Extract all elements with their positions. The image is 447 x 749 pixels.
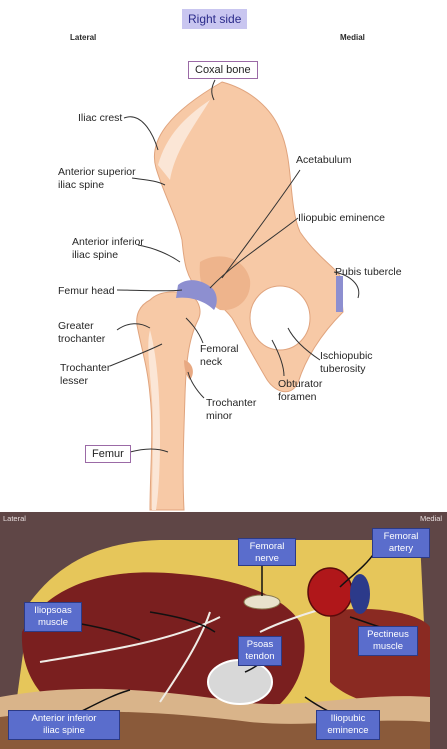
cross-section-drawing bbox=[0, 540, 430, 749]
iliac-wing-highlight bbox=[158, 100, 210, 180]
hip-illustration-panel: Right side Lateral Medial Coxal bone Fem… bbox=[58, 9, 402, 511]
label-greater-trochanter: Greater trochanter bbox=[58, 320, 106, 345]
femur-highlight bbox=[148, 330, 160, 510]
label-iliopubic-eminence: Iliopubic eminence bbox=[316, 710, 380, 740]
label-femur-head: Femur head bbox=[58, 285, 115, 297]
obturator-foramen-shape bbox=[249, 285, 311, 351]
label-iliopsoas-muscle: Iliopsoas muscle bbox=[24, 602, 82, 632]
femoral-vein-shape bbox=[350, 574, 370, 614]
femoral-nerve-shape bbox=[243, 594, 281, 610]
hip-bone-drawing bbox=[109, 79, 360, 511]
label-pectineus-muscle: Pectineus muscle bbox=[358, 626, 418, 656]
psoas-tendon-shape bbox=[207, 659, 273, 705]
coxal-bone-badge: Coxal bone bbox=[188, 61, 258, 79]
label-asis: Anterior superior iliac spine bbox=[58, 166, 136, 191]
title-badge: Right side bbox=[182, 9, 248, 29]
label-femoral-artery: Femoral artery bbox=[372, 528, 430, 558]
femur-head-cartilage bbox=[176, 280, 217, 310]
medial-label: Medial bbox=[340, 33, 365, 42]
bottom-medial-label: Medial bbox=[420, 514, 443, 523]
label-trochanter-minor: Trochanter minor bbox=[206, 397, 257, 422]
label-anterior-inferior-iliac-spine: Anterior inferior iliac spine bbox=[8, 710, 120, 740]
label-aiis: Anterior inferior iliac spine bbox=[72, 236, 144, 261]
label-femoral-nerve: Femoral nerve bbox=[238, 538, 296, 566]
label-psoas-tendon: Psoas tendon bbox=[238, 636, 282, 666]
label-acetabulum: Acetabulum bbox=[296, 154, 352, 166]
label-trochanter-lesser: Trochanter lesser bbox=[60, 362, 111, 387]
label-ischiopubic-tuberosity: Ischiopubic tuberosity bbox=[320, 350, 373, 375]
label-iliac-crest: Iliac crest bbox=[78, 112, 123, 124]
femur-badge: Femur bbox=[85, 445, 131, 463]
trochanter-minor-shape bbox=[184, 360, 193, 380]
label-obturator-foramen: Obturator foramen bbox=[278, 378, 323, 403]
lateral-label: Lateral bbox=[70, 33, 97, 42]
femur-shape bbox=[136, 291, 201, 511]
label-femoral-neck: Femoral neck bbox=[200, 343, 239, 368]
femoral-artery-shape bbox=[307, 567, 353, 617]
label-iliopubic-eminence: Iliopubic eminence bbox=[298, 212, 385, 224]
label-pubis-tubercle: Pubis tubercle bbox=[335, 266, 402, 278]
bottom-lateral-label: Lateral bbox=[3, 514, 26, 523]
leader-lines bbox=[109, 79, 360, 453]
cross-section-panel: Lateral Medial Femoral nerve Femoral art… bbox=[0, 512, 447, 749]
pubic-symphysis-cartilage bbox=[336, 276, 343, 312]
